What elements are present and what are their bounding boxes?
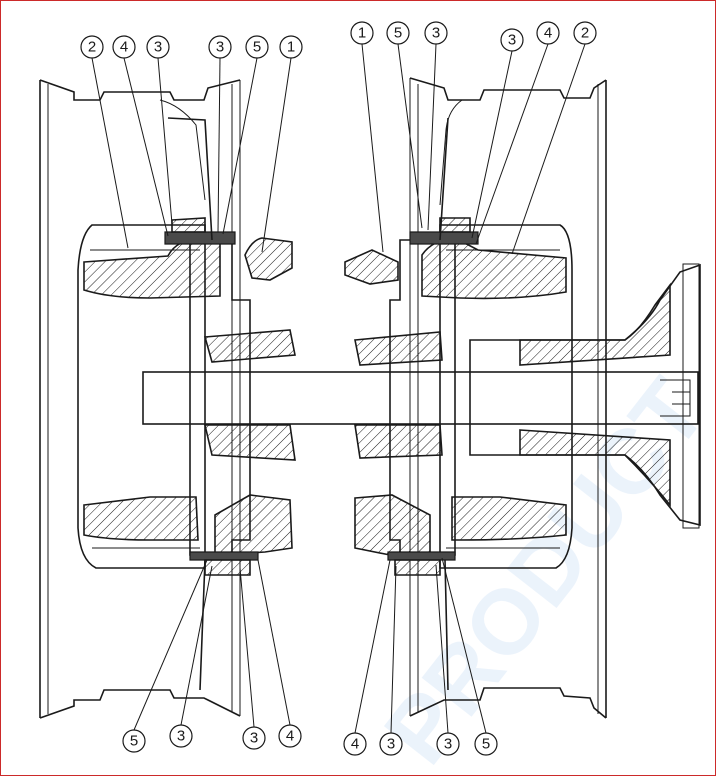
- callout-c-top-5b: 5: [386, 21, 410, 45]
- right-hub-inner-top: [354, 331, 443, 366]
- callout-circle: [146, 35, 170, 59]
- left-flange-ring-top: [244, 237, 293, 281]
- callout-c-top-1b: 1: [350, 21, 374, 45]
- callout-c-bot-4b: 4: [343, 732, 367, 756]
- left-hub-inner-bottom: [203, 424, 296, 461]
- right-tire-bead-upper: [421, 237, 567, 300]
- right-tire: [439, 224, 573, 569]
- callout-number: 5: [130, 733, 138, 750]
- callout-circle: [242, 726, 266, 750]
- callout-c-bot-5b: 5: [474, 732, 498, 756]
- callout-number: 3: [444, 736, 452, 753]
- callout-c-bot-3a: 3: [169, 724, 193, 748]
- callout-c-bot-3b: 3: [242, 726, 266, 750]
- callout-circle: [343, 732, 367, 756]
- callout-circle: [80, 35, 104, 59]
- callout-c-top-3a: 3: [146, 35, 170, 59]
- callout-number: 3: [432, 25, 440, 42]
- callout-circle: [208, 35, 232, 59]
- callout-c-top-3c: 3: [424, 21, 448, 45]
- callout-c-top-2b: 2: [573, 21, 597, 45]
- callout-c-bot-3d: 3: [436, 732, 460, 756]
- right-bottom-seat-ring: [387, 551, 456, 561]
- leader-lines: [91, 43, 586, 734]
- callout-c-bot-3c: 3: [379, 732, 403, 756]
- callout-c-bot-5a: 5: [122, 729, 146, 753]
- right-top-seat-ring: [409, 231, 479, 245]
- callout-number: 3: [177, 728, 185, 745]
- callout-circle: [279, 35, 303, 59]
- callout-c-bot-4a: 4: [278, 724, 302, 748]
- callout-number: 5: [482, 736, 490, 753]
- callout-number: 2: [88, 39, 96, 56]
- callout-circle: [169, 724, 193, 748]
- left-bottom-seat-ring: [189, 551, 259, 561]
- left-tire-bead-lower: [83, 496, 199, 541]
- callout-circle: [245, 35, 269, 59]
- axle-shaft: [142, 371, 699, 425]
- callout-number: 2: [581, 25, 589, 42]
- right-tire-bead-lower: [451, 496, 567, 541]
- left-hub-inner-top: [203, 329, 296, 363]
- callout-number: 3: [508, 32, 516, 49]
- callout-number: 4: [351, 736, 359, 753]
- callout-circle: [500, 28, 524, 52]
- callout-number: 1: [287, 39, 295, 56]
- callout-c-top-4a: 4: [112, 35, 136, 59]
- callout-c-top-3b: 3: [208, 35, 232, 59]
- right-wheel: [344, 77, 607, 719]
- right-flange-ring-top: [344, 249, 399, 285]
- callout-number: 1: [358, 25, 366, 42]
- callout-circle: [573, 21, 597, 45]
- callout-circle: [278, 724, 302, 748]
- callout-number: 5: [394, 25, 402, 42]
- callout-labels: 2 4 3 3 5 1 1 5 3 3 4 2 5 3 3 4 4 3 3 5: [80, 21, 597, 756]
- callout-number: 5: [253, 39, 261, 56]
- callout-number: 4: [120, 39, 128, 56]
- left-top-seat-ring: [164, 231, 236, 245]
- right-hub-inner-bottom: [354, 424, 443, 459]
- right-rim-outer: [409, 77, 607, 719]
- callout-circle: [436, 732, 460, 756]
- right-flange-ring-bottom: [354, 494, 431, 556]
- callout-number: 3: [387, 736, 395, 753]
- callout-circle: [122, 729, 146, 753]
- callout-circle: [536, 21, 560, 45]
- left-flange-ring-bottom: [214, 494, 293, 556]
- callout-number: 3: [250, 730, 258, 747]
- callout-number: 4: [544, 25, 552, 42]
- callout-number: 4: [286, 728, 294, 745]
- callout-number: 3: [216, 39, 224, 56]
- callout-number: 3: [154, 39, 162, 56]
- callout-circle: [386, 21, 410, 45]
- left-wheel: [39, 79, 296, 719]
- callout-c-top-4b: 4: [536, 21, 560, 45]
- callout-c-top-2a: 2: [80, 35, 104, 59]
- callout-circle: [379, 732, 403, 756]
- left-rim-outer: [39, 79, 241, 719]
- callout-c-top-1a: 1: [279, 35, 303, 59]
- callout-circle: [474, 732, 498, 756]
- callout-c-top-3d: 3: [500, 28, 524, 52]
- callout-circle: [350, 21, 374, 45]
- callout-circle: [424, 21, 448, 45]
- left-tire-bead-upper: [83, 237, 221, 299]
- callout-circle: [112, 35, 136, 59]
- left-tire: [77, 224, 206, 569]
- callout-c-top-5a: 5: [245, 35, 269, 59]
- mounting-flange: [469, 263, 701, 529]
